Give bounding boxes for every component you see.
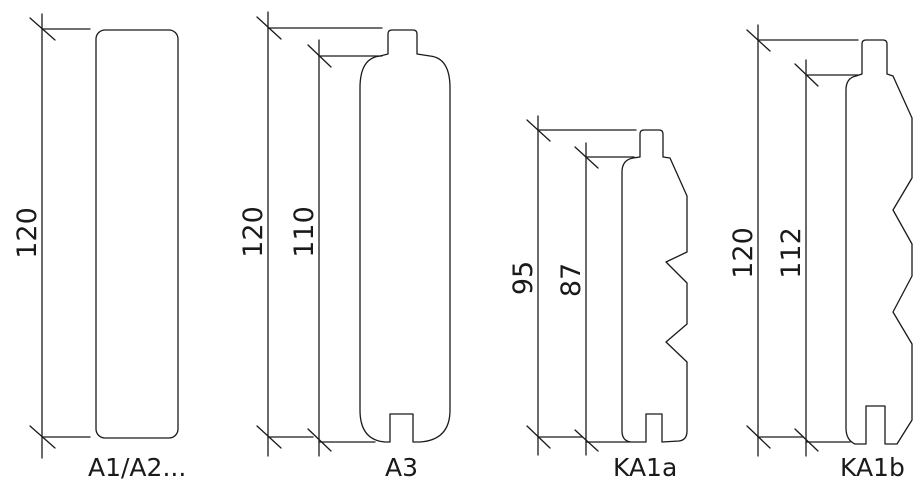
profile-a3: 120 110 A3 <box>238 11 451 482</box>
dim-label-a3-total: 120 <box>238 206 269 258</box>
dimension-ka1b-total: 120 <box>728 24 859 457</box>
dim-label-ka1a-total: 95 <box>508 261 539 295</box>
dimension-a1a2-total: 120 <box>12 13 91 459</box>
dimension-ka1a-face: 87 <box>556 142 635 456</box>
board-profile-a1a2 <box>95 29 179 439</box>
dimension-ka1a-total: 95 <box>508 115 637 456</box>
board-profile-ka1a <box>621 129 688 443</box>
dimension-a3-total: 120 <box>238 11 383 457</box>
caption-a1a2: A1/A2... <box>88 453 186 482</box>
dim-label-ka1b-total: 120 <box>728 227 759 279</box>
caption-ka1a: KA1a <box>613 453 677 482</box>
dim-label-a1a2-total: 120 <box>12 207 43 259</box>
profile-ka1b: 120 112 KA1b <box>728 24 913 482</box>
dimension-a3-face: 110 <box>289 39 383 457</box>
dimension-ka1b-face: 112 <box>776 59 859 457</box>
board-profile-a3 <box>359 29 451 443</box>
profile-ka1a: 95 87 KA1a <box>508 115 688 482</box>
caption-ka1b: KA1b <box>840 453 905 482</box>
dim-label-ka1b-face: 112 <box>776 227 807 279</box>
caption-a3: A3 <box>385 453 418 482</box>
profile-a1a2: 120 A1/A2... <box>12 13 186 482</box>
board-profile-ka1b <box>845 39 913 445</box>
dim-label-ka1a-face: 87 <box>556 263 587 297</box>
dim-label-a3-face: 110 <box>289 206 320 258</box>
